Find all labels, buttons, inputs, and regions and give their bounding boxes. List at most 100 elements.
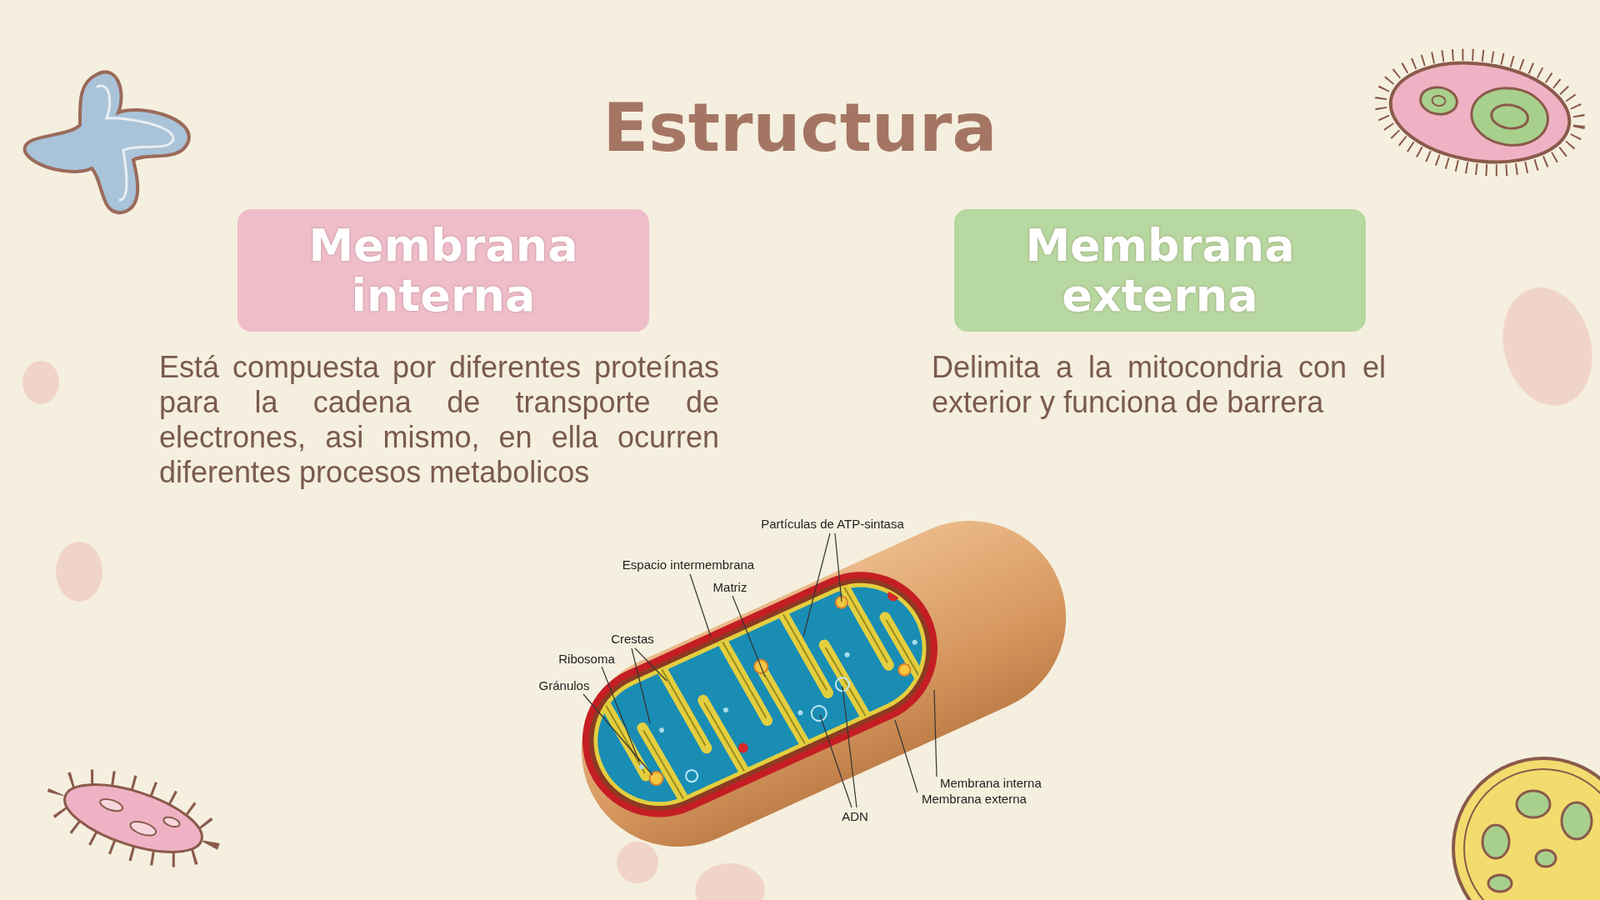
granule: [896, 662, 913, 679]
part-label: Matriz: [713, 580, 748, 595]
heading-text: Membrana externa: [970, 220, 1350, 320]
crista-line: [781, 608, 827, 694]
slide-title: Estructura: [603, 91, 998, 165]
body-text: Delimita a la mitocondria con el exterio…: [931, 350, 1386, 420]
nucleus: [1467, 83, 1552, 150]
leader-line: [835, 533, 842, 602]
blob: [695, 863, 765, 900]
organelle: [1535, 850, 1556, 867]
mitochondrion-illustration: [550, 489, 1098, 879]
amoeba-doodle: [25, 71, 190, 213]
blob: [22, 360, 60, 405]
inner-membrane: [1464, 769, 1600, 900]
organelle: [1482, 825, 1510, 859]
spot: [128, 819, 158, 839]
outer-membrane-cut: [557, 546, 963, 842]
dna: [675, 675, 860, 785]
crista: [720, 635, 768, 725]
leader-line: [803, 533, 830, 637]
crista: [642, 724, 685, 805]
part-label: Membrana interna: [940, 776, 1042, 791]
nucleolus: [1490, 102, 1530, 131]
body-text: Está compuesta por diferentes proteínas …: [159, 350, 720, 490]
part-label: ADN: [841, 810, 869, 825]
crista: [885, 614, 928, 695]
bacterium-body: [56, 770, 210, 866]
leader-line: [820, 715, 852, 808]
crista: [660, 663, 707, 752]
crista-line: [704, 700, 746, 778]
leader-line: [895, 720, 918, 793]
part-label: Gránulos: [539, 679, 590, 694]
matrix: [575, 565, 945, 825]
crista-line: [825, 644, 868, 722]
dna-ring: [684, 768, 700, 785]
body-block: Está compuesta por diferentes proteínas …: [159, 350, 720, 490]
crista: [824, 641, 867, 723]
ribosome: [722, 706, 730, 714]
leader-line: [635, 648, 667, 681]
cristae-lumen: [600, 570, 929, 816]
leader-line: [631, 648, 650, 724]
crista-line: [842, 580, 888, 665]
leader-lines: [583, 533, 937, 808]
crista-line: [720, 635, 766, 721]
leader-line: [690, 574, 711, 637]
leader-line: [842, 686, 857, 808]
crista: [842, 580, 890, 669]
bacterium-doodle: [45, 761, 221, 876]
part-label: Ribosoma: [558, 652, 615, 667]
cristae: [600, 565, 941, 816]
cilia: [1373, 42, 1588, 183]
heading-text: Membrana interna: [254, 220, 633, 320]
organelle: [1561, 802, 1592, 840]
ribosome: [911, 639, 919, 646]
ribosome: [658, 726, 665, 734]
crista-line: [600, 690, 645, 776]
leader-line: [583, 694, 653, 775]
part-label: Crestas: [610, 632, 655, 647]
crista-line: [660, 663, 705, 749]
ribosome: [638, 763, 645, 770]
ribosome: [796, 709, 804, 716]
round-cell-doodle: [1453, 758, 1600, 900]
red-granule: [736, 741, 750, 755]
crista: [781, 608, 829, 697]
spot: [98, 796, 124, 814]
spot: [162, 815, 181, 830]
leader-line: [601, 666, 640, 762]
crista-line: [644, 727, 686, 805]
leader-line: [732, 595, 765, 677]
part-label: Partículas de ATP-sintasa: [760, 517, 904, 532]
background-blobs: [22, 277, 1600, 900]
crista-line: [765, 672, 807, 750]
organelle: [1488, 875, 1512, 892]
blob: [55, 541, 103, 602]
crista: [763, 669, 806, 750]
amoeba-body: [25, 71, 190, 213]
outer-shell: [550, 489, 1098, 879]
crista-line: [886, 616, 929, 695]
cristae-folds: [600, 570, 929, 816]
cell-membrane: [1453, 758, 1600, 900]
cell-membrane: [1384, 52, 1576, 174]
vacuole: [1418, 85, 1459, 117]
cell-doodle: [1373, 42, 1588, 183]
red-granule: [885, 587, 902, 604]
amoeba-highlight: [97, 85, 174, 200]
blob: [1490, 277, 1600, 416]
part-label: Membrana externa: [921, 792, 1027, 807]
spikes: [45, 761, 221, 876]
membrane-card: Membrana externaDelimita a la mitocondri…: [931, 209, 1386, 420]
blob: [616, 841, 659, 884]
ribosome: [844, 651, 851, 659]
membrane-card: Membrana internaEstá compuesta por difer…: [159, 209, 720, 490]
dna-ring: [809, 703, 830, 724]
granules: [613, 574, 933, 794]
organelle: [1516, 790, 1550, 818]
crista: [703, 696, 746, 778]
part-label: Espacio intermembrana: [622, 558, 755, 573]
intermembrane-space: [566, 555, 955, 834]
heading-band: Membrana interna: [237, 209, 650, 332]
